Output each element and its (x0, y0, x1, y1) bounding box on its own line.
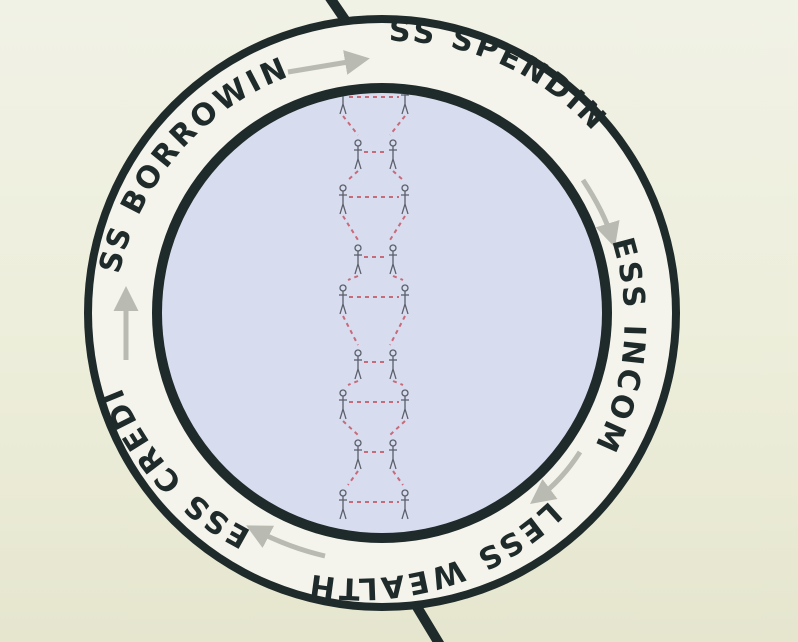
chain-link (347, 380, 359, 386)
chain-link (347, 170, 359, 181)
stick-figure (389, 349, 397, 380)
arrow-borrowing-to-spending (287, 50, 370, 75)
stick-figure (389, 439, 397, 470)
chain-link (342, 420, 359, 436)
chain-link (392, 275, 404, 281)
stick-figure (389, 139, 397, 170)
stick-figure (389, 244, 397, 275)
stick-figure (401, 389, 409, 420)
stick-figure (354, 349, 362, 380)
stick-figure (339, 389, 347, 420)
chain-link (389, 420, 406, 436)
stick-figure (354, 439, 362, 470)
chain-link (392, 380, 404, 386)
chain-link (392, 470, 404, 486)
chain-link (347, 275, 359, 281)
stick-figure (339, 284, 347, 315)
stick-figure (354, 244, 362, 275)
stick-figure (339, 184, 347, 215)
arrow-income-to-wealth (530, 450, 583, 505)
inner-disc (162, 93, 602, 533)
stick-figure (401, 489, 409, 520)
chain-link (389, 315, 406, 346)
chain-link (347, 470, 359, 486)
chain-link (392, 170, 404, 181)
stick-figure (339, 489, 347, 520)
stick-figure (401, 284, 409, 315)
stick-figure (401, 184, 409, 215)
arrow-spending-to-income (580, 178, 620, 248)
arrow-wealth-to-credit (246, 525, 326, 559)
stick-figure (354, 139, 362, 170)
chain-link (342, 315, 359, 346)
